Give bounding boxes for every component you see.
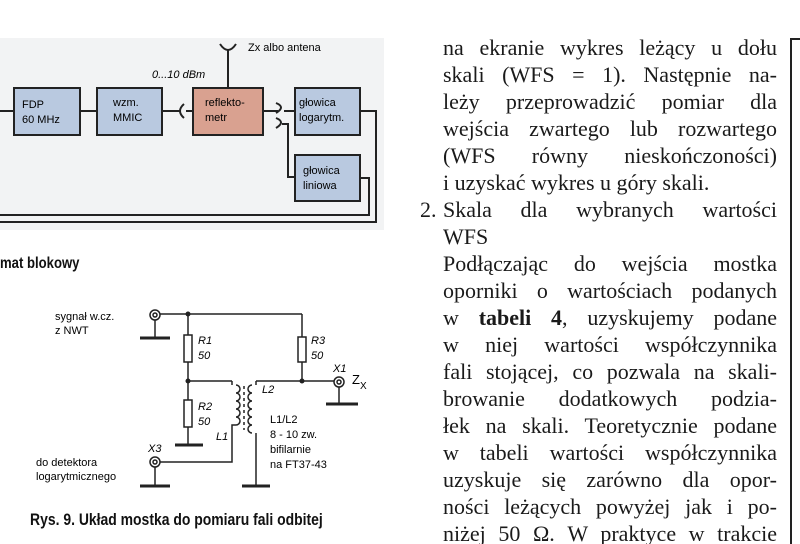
text-line: ności leżących powyżej jak i po- xyxy=(443,494,777,519)
text-line: WFS xyxy=(443,224,489,249)
block-diagram-caption: mat blokowy xyxy=(0,255,80,272)
r1-value: 50 xyxy=(198,350,211,362)
coil-note: na FT37-43 xyxy=(270,459,327,471)
circuit-caption: Rys. 9. Układ mostka do pomiaru fali odb… xyxy=(30,510,323,529)
box-label: metr xyxy=(205,112,227,124)
box-wzm: wzm. MMIC xyxy=(96,87,163,136)
output-label: do detektora xyxy=(36,457,98,469)
antenna-label: Zx albo antena xyxy=(248,42,322,54)
box-label: liniowa xyxy=(303,180,338,192)
x3-label: X3 xyxy=(147,443,162,455)
r3-value: 50 xyxy=(311,350,324,362)
table-reference: tabeli 4 xyxy=(478,305,563,330)
text-line: łek na skali. Teoretycznie podane xyxy=(443,413,777,438)
box-reflektometr: reflekto-metr xyxy=(192,87,264,136)
coil-note: 8 - 10 zw. xyxy=(270,429,317,441)
r2-value: 50 xyxy=(198,416,211,428)
text-line: oporniki o wartościach podanych xyxy=(443,278,777,303)
box-glowica-logarytmiczna: głowica logarytm. xyxy=(294,87,361,136)
text-line: skali (WFS = 1). Następnie na- xyxy=(443,62,777,87)
text-line: (WFS równy nieskończoności) xyxy=(443,143,777,168)
text-line: w tabeli 4, uzyskujemy podane xyxy=(443,304,777,331)
text-line: Podłączając do wejścia mostka xyxy=(443,251,777,276)
box-label: MMIC xyxy=(113,112,142,124)
text-span: , uzyskujemy podane xyxy=(562,305,777,330)
r2-label: R2 xyxy=(198,401,212,413)
input-label: sygnał w.cz. xyxy=(55,311,114,323)
text-span: w xyxy=(443,305,479,330)
output-label: logarytmicznego xyxy=(36,471,116,483)
text-line: fali stojącej, co pozwala na skali- xyxy=(443,359,777,384)
zx-label: ZX xyxy=(352,372,367,392)
r1-label: R1 xyxy=(198,335,212,347)
text-line: na ekranie wykres leżący u dołu xyxy=(443,35,777,60)
box-label: FDP xyxy=(22,99,44,111)
l2-label: L2 xyxy=(262,384,274,396)
text-column: na ekranie wykres leżący u dołu skali (W… xyxy=(420,34,777,544)
text-line: Skala dla wybranych wartości xyxy=(443,197,777,222)
box-label: głowica xyxy=(303,165,341,177)
text-line: wejścia zwartego lub rozwartego xyxy=(443,116,777,141)
box-label: reflekto- xyxy=(205,97,245,109)
text-line: uzyskuje się zarówno dla opor- xyxy=(443,467,777,492)
coil-note: L1/L2 xyxy=(270,414,298,426)
box-label: wzm. xyxy=(112,97,139,109)
text-line: i uzyskać wykres u góry skali. xyxy=(443,170,710,195)
text-line: w tabeli wartości współczynnika xyxy=(443,440,777,465)
text-line: niżej 50 Ω. W praktyce w trakcie xyxy=(443,521,777,544)
r3-label: R3 xyxy=(311,335,326,347)
sidebar-frame-border xyxy=(790,38,800,544)
box-glowica-liniowa: głowica liniowa xyxy=(294,154,361,202)
block-diagram: FDP 60 MHz wzm. MMIC reflekto-metr głowica… xyxy=(0,38,384,230)
power-label: 0...10 dBm xyxy=(152,69,205,81)
box-label: głowica xyxy=(299,97,337,109)
box-fdp: FDP 60 MHz xyxy=(13,87,81,136)
box-label: 60 MHz xyxy=(22,114,60,126)
l1-label: L1 xyxy=(216,431,228,443)
text-line: browanie dodatkowych podzia- xyxy=(443,386,777,411)
x1-label: X1 xyxy=(332,363,346,375)
coil-note: bifilarnie xyxy=(270,444,311,456)
list-number: 2. xyxy=(420,197,437,222)
text-line: w niej wartości współczynnika xyxy=(443,332,777,357)
box-label: logarytm. xyxy=(299,112,344,124)
text-line: leży przeprowadzić pomiar dla xyxy=(443,89,777,114)
input-label: z NWT xyxy=(55,325,89,337)
